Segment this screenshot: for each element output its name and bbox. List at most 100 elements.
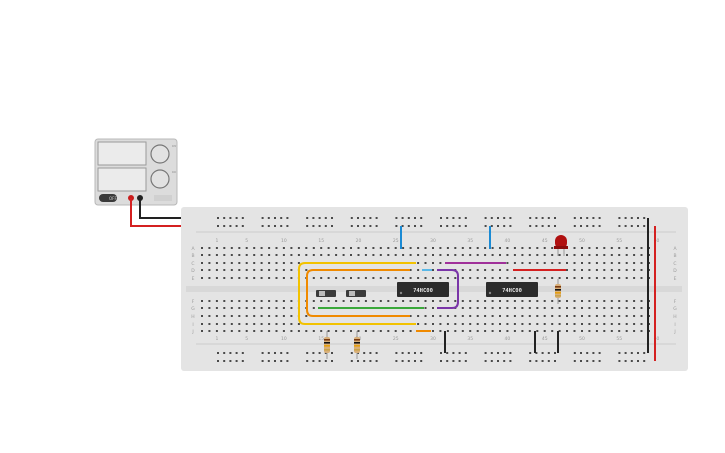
breadboard-hole[interactable] (238, 315, 241, 317)
breadboard-hole[interactable] (424, 277, 427, 279)
breadboard-hole[interactable] (201, 269, 203, 271)
breadboard-hole[interactable] (401, 225, 404, 227)
breadboard-hole[interactable] (461, 330, 464, 332)
breadboard-hole[interactable] (230, 254, 233, 256)
breadboard-hole[interactable] (633, 269, 636, 271)
breadboard-hole[interactable] (282, 269, 285, 271)
breadboard-hole[interactable] (215, 307, 218, 309)
breadboard-hole[interactable] (409, 300, 412, 302)
breadboard-hole[interactable] (536, 254, 539, 256)
breadboard-hole[interactable] (637, 360, 639, 362)
breadboard-hole[interactable] (454, 300, 457, 302)
breadboard-hole[interactable] (357, 330, 360, 332)
breadboard-hole[interactable] (573, 300, 576, 302)
breadboard-hole[interactable] (439, 323, 442, 325)
breadboard-hole[interactable] (499, 247, 501, 249)
breadboard-hole[interactable] (375, 225, 378, 227)
breadboard-hole[interactable] (633, 247, 636, 249)
breadboard-hole[interactable] (469, 323, 472, 325)
breadboard-hole[interactable] (267, 225, 270, 227)
breadboard-hole[interactable] (595, 300, 598, 302)
breadboard-hole[interactable] (610, 269, 613, 271)
breadboard-hole[interactable] (581, 307, 583, 309)
breadboard-hole[interactable] (595, 269, 598, 271)
breadboard-hole[interactable] (513, 330, 516, 332)
breadboard-hole[interactable] (586, 225, 589, 227)
breadboard-hole[interactable] (497, 360, 499, 362)
breadboard-hole[interactable] (275, 277, 278, 279)
breadboard-hole[interactable] (402, 277, 405, 279)
chip-74hc00-2[interactable]: 74HC00 (486, 282, 538, 297)
breadboard-hole[interactable] (369, 360, 372, 362)
breadboard-hole[interactable] (603, 262, 606, 264)
breadboard-hole[interactable] (490, 217, 493, 219)
breadboard-hole[interactable] (484, 352, 487, 354)
breadboard-hole[interactable] (595, 315, 598, 317)
breadboard-hole[interactable] (618, 330, 621, 332)
breadboard-hole[interactable] (618, 247, 621, 249)
breadboard-hole[interactable] (603, 277, 606, 279)
wire-yellow-outer[interactable] (298, 262, 416, 325)
breadboard-hole[interactable] (245, 269, 248, 271)
breadboard-hole[interactable] (432, 330, 434, 332)
breadboard-hole[interactable] (610, 330, 613, 332)
breadboard-hole[interactable] (424, 315, 427, 317)
breadboard-hole[interactable] (543, 277, 546, 279)
breadboard-hole[interactable] (424, 307, 427, 309)
breadboard-hole[interactable] (208, 323, 211, 325)
breadboard-hole[interactable] (506, 277, 509, 279)
breadboard-hole[interactable] (235, 352, 238, 354)
breadboard-hole[interactable] (268, 307, 271, 309)
power-supply[interactable]: CV CC OFF (94, 138, 178, 206)
breadboard-hole[interactable] (630, 225, 633, 227)
breadboard-hole[interactable] (215, 330, 218, 332)
breadboard-hole[interactable] (245, 330, 248, 332)
breadboard-hole[interactable] (461, 300, 464, 302)
breadboard-hole[interactable] (230, 323, 233, 325)
breadboard-hole[interactable] (521, 315, 524, 317)
breadboard-hole[interactable] (499, 330, 501, 332)
breadboard-hole[interactable] (290, 277, 293, 279)
breadboard-hole[interactable] (432, 300, 434, 302)
breadboard-hole[interactable] (324, 352, 327, 354)
breadboard-hole[interactable] (581, 269, 583, 271)
breadboard-hole[interactable] (640, 254, 643, 256)
breadboard-hole[interactable] (324, 217, 327, 219)
breadboard-hole[interactable] (573, 247, 576, 249)
breadboard-hole[interactable] (484, 225, 487, 227)
breadboard-hole[interactable] (558, 254, 561, 256)
breadboard-hole[interactable] (290, 300, 293, 302)
breadboard-hole[interactable] (603, 323, 606, 325)
breadboard-hole[interactable] (452, 225, 455, 227)
breadboard-hole[interactable] (261, 217, 264, 219)
breadboard-hole[interactable] (595, 307, 598, 309)
breadboard-hole[interactable] (286, 225, 289, 227)
breadboard-hole[interactable] (446, 277, 449, 279)
breadboard-hole[interactable] (529, 217, 532, 219)
breadboard-hole[interactable] (439, 254, 442, 256)
breadboard-hole[interactable] (201, 247, 203, 249)
slide-switch-icon[interactable] (316, 290, 336, 297)
breadboard-hole[interactable] (350, 352, 353, 354)
breadboard-hole[interactable] (223, 352, 226, 354)
breadboard-hole[interactable] (521, 247, 524, 249)
breadboard-hole[interactable] (452, 360, 455, 362)
breadboard-hole[interactable] (414, 225, 416, 227)
breadboard-hole[interactable] (253, 254, 256, 256)
breadboard-hole[interactable] (454, 254, 457, 256)
breadboard-hole[interactable] (357, 300, 360, 302)
breadboard-hole[interactable] (513, 262, 516, 264)
breadboard-hole[interactable] (566, 315, 568, 317)
breadboard-hole[interactable] (603, 330, 606, 332)
breadboard-hole[interactable] (280, 352, 283, 354)
voltage-knob[interactable] (150, 144, 170, 164)
breadboard-hole[interactable] (588, 262, 591, 264)
breadboard-hole[interactable] (543, 254, 546, 256)
breadboard-hole[interactable] (630, 360, 633, 362)
breadboard-hole[interactable] (357, 254, 360, 256)
breadboard-hole[interactable] (201, 330, 203, 332)
breadboard-hole[interactable] (484, 277, 487, 279)
breadboard-hole[interactable] (275, 247, 278, 249)
breadboard-hole[interactable] (633, 307, 636, 309)
